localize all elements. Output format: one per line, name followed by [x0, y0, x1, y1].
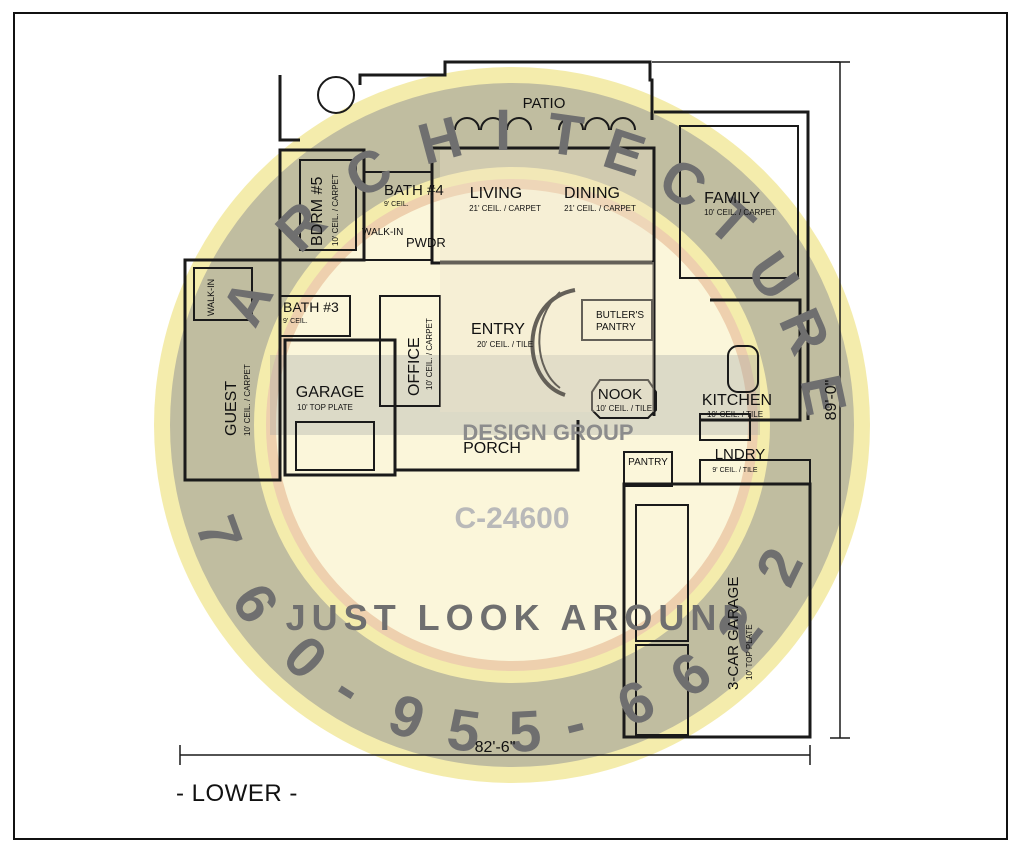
room-butlers-pantry-line2: PANTRY [596, 322, 636, 333]
room-dining: DINING [564, 185, 620, 202]
plan-number: C-24600 [454, 502, 569, 535]
room-kitchen: KITCHEN [702, 392, 772, 409]
dimension-depth: 89'-0" [823, 380, 840, 421]
floor-tint [440, 150, 654, 412]
dimension-lines [179, 61, 850, 765]
watermark-char: I [495, 98, 511, 163]
walls [183, 60, 812, 739]
room-family-spec: 10' CEIL. / CARPET [704, 208, 776, 217]
room-office: OFFICE [406, 337, 423, 396]
room-nook-spec: 10' CEIL. / TILE [596, 404, 652, 413]
room-garage-spec: 10' TOP PLATE [297, 403, 353, 412]
room-lndry: LNDRY [715, 446, 766, 463]
room-bdrm5-spec: 10' CEIL. / CARPET [331, 174, 340, 246]
dimension-width: 82'-6" [475, 739, 516, 756]
room-labels: PATIO LIVING 21' CEIL. / CARPET DINING 2… [206, 95, 776, 690]
watermark-inner-text: DESIGN GROUP [462, 420, 633, 445]
room-dining-spec: 21' CEIL. / CARPET [564, 204, 636, 213]
dimension-labels: 82'-6" 89'-0" [475, 380, 840, 756]
room-bath3: BATH #3 [283, 299, 339, 315]
room-office-spec: 10' CEIL. / CARPET [425, 318, 434, 390]
room-living-spec: 21' CEIL. / CARPET [469, 204, 541, 213]
room-bdrm5: BDRM #5 [309, 177, 326, 246]
room-entry: ENTRY [471, 321, 525, 338]
room-pwdr: PWDR [406, 235, 446, 250]
room-3car-garage: 3-CAR GARAGE [725, 577, 742, 690]
room-garage: GARAGE [296, 384, 364, 401]
room-guest: GUEST [223, 381, 240, 436]
room-walkin-guest: WALK-IN [206, 279, 216, 316]
room-butlers-pantry-line1: BUTLER'S [596, 310, 644, 321]
room-entry-spec: 20' CEIL. / TILE [477, 340, 533, 349]
room-patio: PATIO [523, 95, 566, 112]
room-guest-spec: 10' CEIL. / CARPET [243, 364, 252, 436]
watermark-bottom-text: JUST LOOK AROUND [286, 597, 755, 638]
room-lndry-spec: 9' CEIL. / TILE [712, 467, 758, 474]
room-bath4: BATH #4 [384, 182, 444, 199]
room-pantry: PANTRY [628, 457, 668, 468]
room-bath4-spec: 9' CEIL. [384, 201, 409, 208]
room-family: FAMILY [704, 190, 760, 207]
drawing-frame [13, 12, 1008, 840]
room-3car-garage-spec: 10' TOP PLATE [745, 624, 754, 680]
room-nook: NOOK [598, 386, 642, 403]
plan-title: - LOWER - [176, 780, 298, 807]
room-kitchen-spec: 10' CEIL. / TILE [707, 410, 763, 419]
watermark-char: 5 [507, 698, 543, 765]
room-walkin-upper: WALK-IN [362, 227, 403, 238]
room-porch: PORCH [463, 440, 521, 457]
room-living: LIVING [470, 185, 522, 202]
room-bath3-spec: 9' CEIL. [283, 318, 308, 325]
